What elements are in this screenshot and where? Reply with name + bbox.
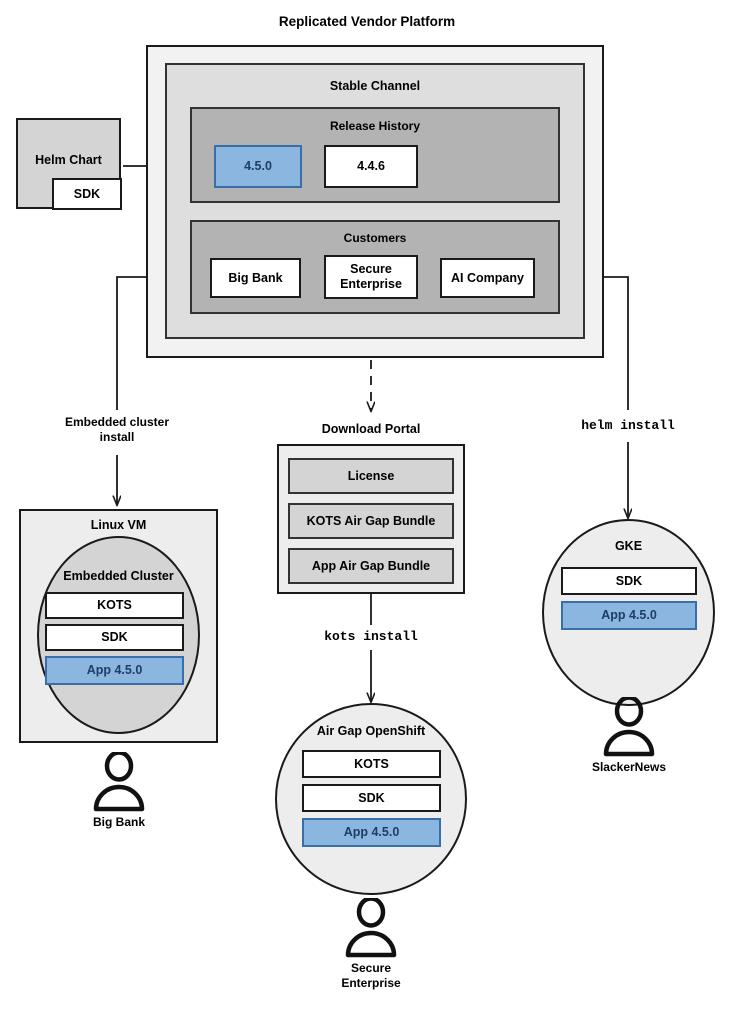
customer-ai-company[interactable]: AI Company — [440, 258, 535, 298]
artifact-license[interactable]: License — [288, 458, 454, 494]
release-history-title: Release History — [329, 119, 421, 133]
download-portal-title: Download Portal — [321, 422, 421, 436]
person-icon — [345, 896, 397, 958]
customer-label: Big Bank — [228, 270, 283, 285]
artifact-kots-air-gap-bundle[interactable]: KOTS Air Gap Bundle — [288, 503, 454, 539]
openshift-component-kots[interactable]: KOTS — [302, 750, 441, 778]
stable-channel-title: Stable Channel — [329, 79, 421, 93]
customers-title: Customers — [343, 231, 407, 245]
persona-secure-enterprise: Secure Enterprise — [330, 896, 412, 1008]
persona-label: Big Bank — [92, 815, 145, 829]
helm-chart-sdk-box[interactable]: SDK — [52, 178, 122, 210]
customer-label: Secure Enterprise — [340, 262, 402, 291]
linuxvm-component-kots[interactable]: KOTS — [45, 592, 184, 619]
persona-label: SlackerNews — [591, 760, 667, 774]
gke-component-sdk[interactable]: SDK — [561, 567, 697, 595]
persona-big-bank: Big Bank — [78, 750, 160, 838]
label-embedded-cluster-install: Embedded cluster install — [64, 415, 170, 444]
person-icon — [93, 750, 145, 812]
linuxvm-component-sdk[interactable]: SDK — [45, 624, 184, 651]
openshift-component-sdk[interactable]: SDK — [302, 784, 441, 812]
embedded-cluster-title: Embedded Cluster — [63, 569, 174, 583]
customer-secure-enterprise[interactable]: Secure Enterprise — [324, 255, 418, 299]
label-kots-install: kots install — [324, 629, 418, 644]
gke-component-app[interactable]: App 4.5.0 — [561, 601, 697, 630]
person-icon — [603, 695, 655, 757]
openshift-component-app[interactable]: App 4.5.0 — [302, 818, 441, 847]
helm-chart-label: Helm Chart — [35, 153, 102, 167]
release-4-5-0[interactable]: 4.5.0 — [214, 145, 302, 188]
artifact-app-air-gap-bundle[interactable]: App Air Gap Bundle — [288, 548, 454, 584]
gke-title: GKE — [614, 539, 643, 553]
label-helm-install: helm install — [581, 418, 675, 433]
persona-slackernews: SlackerNews — [588, 695, 670, 783]
linuxvm-component-app[interactable]: App 4.5.0 — [45, 656, 184, 685]
customer-label: AI Company — [451, 270, 524, 285]
diagram-title: Replicated Vendor Platform — [278, 14, 456, 29]
release-4-4-6[interactable]: 4.4.6 — [324, 145, 418, 188]
linux-vm-title: Linux VM — [90, 518, 147, 532]
persona-label: Secure Enterprise — [341, 961, 401, 990]
air-gap-openshift-title: Air Gap OpenShift — [316, 724, 426, 738]
customer-big-bank[interactable]: Big Bank — [210, 258, 301, 298]
